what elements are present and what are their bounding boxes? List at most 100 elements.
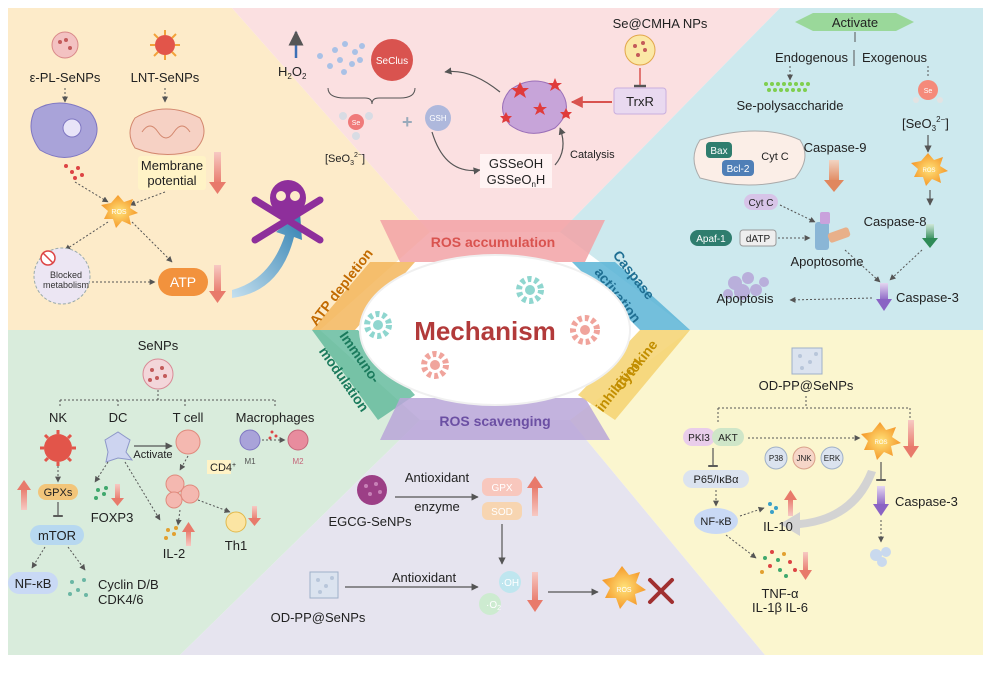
caspase8-arrow bbox=[926, 224, 934, 240]
se-atom-label: Se bbox=[352, 120, 361, 127]
up-arrow-icon bbox=[21, 488, 27, 510]
od-pp-label-cyto: OD-PP@SeNPs bbox=[759, 378, 854, 393]
trxr-label: TrxR bbox=[626, 94, 654, 109]
up-arrow-icon bbox=[182, 522, 195, 532]
apoptotic-cell bbox=[723, 272, 769, 300]
bax-label: Bax bbox=[710, 146, 727, 157]
cytc-mito-label: Cyt C bbox=[761, 151, 789, 163]
ros-burst-icon bbox=[861, 422, 901, 460]
caspase8-label: Caspase-8 bbox=[864, 214, 927, 229]
cyclin-label-2: CDK4/6 bbox=[98, 592, 144, 607]
exogenous-label: Exogenous bbox=[862, 50, 928, 65]
cytokine-inhibition-ribbon bbox=[578, 330, 690, 420]
atp-label: ATP bbox=[170, 274, 196, 290]
ros-label-scav: ROS bbox=[616, 587, 632, 594]
particle-dots bbox=[316, 576, 334, 594]
down-arrow-icon bbox=[527, 600, 543, 612]
lnt-senps-label: LNT-SeNPs bbox=[131, 70, 200, 85]
cell-nucleus bbox=[62, 118, 82, 138]
bax-box bbox=[706, 142, 732, 158]
th1-label: Th1 bbox=[225, 538, 247, 553]
dc-cell bbox=[104, 431, 134, 463]
erk-label: ERK bbox=[824, 454, 841, 463]
dc-label: DC bbox=[109, 410, 128, 425]
ros-accumulation-ribbon bbox=[380, 220, 605, 262]
il2-dots bbox=[164, 526, 178, 540]
arrow bbox=[789, 296, 873, 303]
oxygen-atom bbox=[339, 112, 347, 120]
plus-icon: + bbox=[402, 112, 413, 132]
caspase3-arrow bbox=[876, 299, 892, 311]
arrow bbox=[179, 455, 189, 471]
down-arrow-icon bbox=[115, 484, 120, 500]
down-arrow-icon bbox=[532, 572, 538, 602]
up-arrow-icon bbox=[788, 498, 793, 516]
se-particle bbox=[918, 80, 938, 100]
se-polysaccharide-label: Se-polysaccharide bbox=[737, 98, 844, 113]
arrow bbox=[889, 249, 923, 281]
particles-dots bbox=[64, 164, 84, 180]
il10-label: IL-10 bbox=[763, 519, 793, 534]
up-arrow-icon bbox=[186, 530, 191, 546]
p38-ball bbox=[764, 446, 788, 470]
particle-dots bbox=[633, 41, 647, 57]
oxygen-atom bbox=[352, 132, 360, 140]
up-arrow-icon bbox=[17, 480, 31, 490]
m2-cell bbox=[287, 429, 309, 451]
m1-cell bbox=[239, 429, 261, 451]
senps-particle bbox=[142, 358, 174, 390]
oxygen-atom bbox=[937, 97, 943, 103]
membrane-potential-label-2: potential bbox=[147, 173, 196, 188]
blocked-icon bbox=[42, 252, 54, 264]
apoptosome-icon bbox=[815, 212, 851, 250]
seclus-ball bbox=[371, 39, 413, 81]
antioxidant-enzyme-label-2: enzyme bbox=[414, 499, 460, 514]
foxp3-label: FOXP3 bbox=[91, 510, 134, 525]
arrow bbox=[444, 67, 501, 93]
caspase9-label: Caspase-9 bbox=[804, 140, 867, 155]
seo3-label-caspase: [SeO32−] bbox=[902, 115, 949, 133]
bcl2-label: Bcl-2 bbox=[727, 164, 750, 175]
cd4-box bbox=[207, 460, 231, 474]
eps-senps-particle bbox=[51, 31, 79, 59]
seo3-label: [SeO32−] bbox=[325, 152, 365, 167]
oh-radical bbox=[499, 571, 521, 593]
activate-banner bbox=[795, 13, 914, 31]
nfkb-ball-cyto bbox=[694, 508, 738, 534]
down-arrow-icon bbox=[214, 152, 221, 184]
up-arrow-icon bbox=[784, 490, 797, 500]
particle-dots bbox=[364, 482, 382, 496]
blocked-label-1: Blocked bbox=[50, 270, 82, 280]
antioxidant-label: Antioxidant bbox=[392, 570, 457, 585]
particle-dots bbox=[148, 366, 167, 382]
macrophages-label: Macrophages bbox=[236, 410, 315, 425]
m2-label: M2 bbox=[292, 457, 304, 466]
caspase9-arrow bbox=[829, 160, 839, 182]
nk-label: NK bbox=[49, 410, 67, 425]
cytc-box bbox=[744, 194, 778, 210]
apoptosis-label: Apoptosis bbox=[716, 291, 774, 306]
gsseonh-label: GSSeOnH bbox=[487, 172, 546, 189]
se-polysaccharide-dots bbox=[764, 82, 810, 92]
immunomodulation-region bbox=[8, 330, 420, 655]
skull-crossbones-icon bbox=[251, 180, 324, 244]
gsh-ball bbox=[425, 105, 451, 131]
erk-ball bbox=[820, 446, 844, 470]
arrow bbox=[739, 506, 765, 517]
sod-box bbox=[482, 502, 522, 520]
h2o2-label: H2O2 bbox=[278, 64, 307, 81]
up-arrow-icon bbox=[532, 486, 538, 516]
od-pp-cube bbox=[309, 571, 339, 599]
ros-burst-icon bbox=[602, 566, 646, 609]
senps-label: SeNPs bbox=[138, 338, 179, 353]
mitochondria-cristae bbox=[141, 125, 191, 139]
particle-dots bbox=[798, 352, 818, 370]
il1b-il6-label: IL-1β IL-6 bbox=[752, 600, 808, 615]
se-atom-label: Se bbox=[924, 88, 933, 95]
caspase3-label: Caspase-3 bbox=[896, 290, 959, 305]
curved-arrow-gray bbox=[780, 470, 876, 536]
arrow bbox=[554, 127, 566, 166]
tcell-label: T cell bbox=[173, 410, 204, 425]
caspase3-label-cyto: Caspase-3 bbox=[895, 494, 958, 509]
